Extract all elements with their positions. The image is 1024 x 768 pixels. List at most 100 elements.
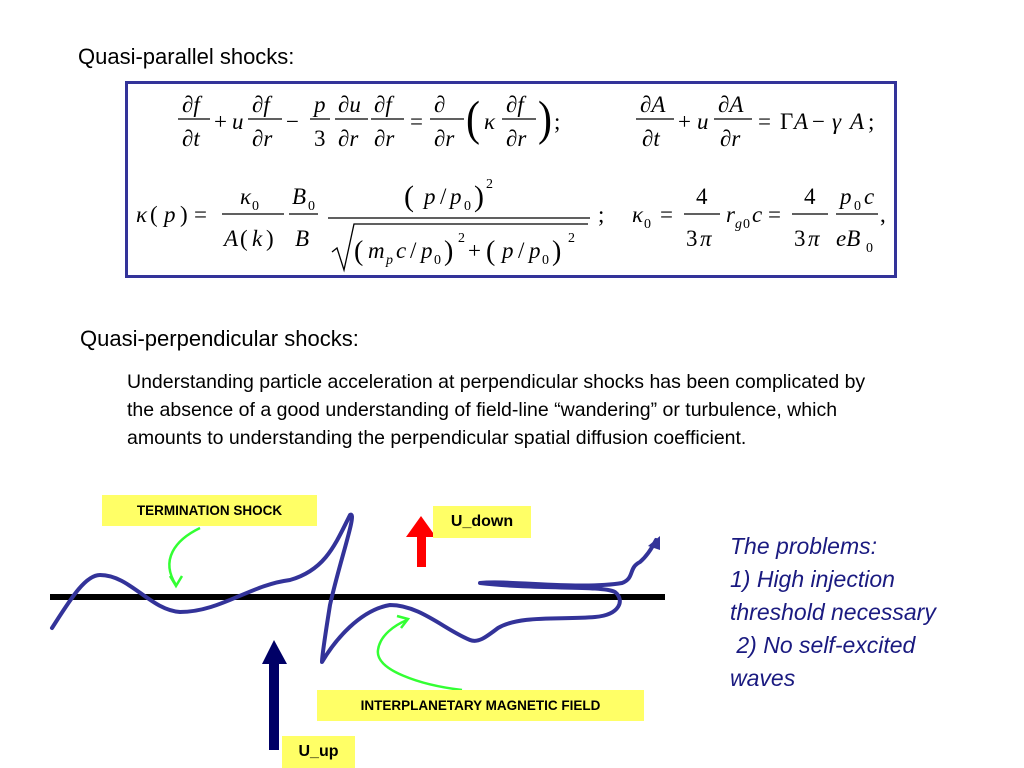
termination-shock-label: TERMINATION SHOCK xyxy=(102,495,317,526)
svg-text:p: p xyxy=(500,238,514,263)
problem-1-line-2: threshold necessary xyxy=(730,599,936,625)
svg-text:c: c xyxy=(752,202,762,227)
u-up-arrow xyxy=(262,640,287,750)
svg-text:∂t: ∂t xyxy=(642,126,660,151)
svg-text:p: p xyxy=(422,184,436,209)
svg-text:p: p xyxy=(838,184,852,209)
svg-text:=: = xyxy=(410,109,423,134)
svg-text:0: 0 xyxy=(866,241,873,256)
explanation-paragraph: Understanding particle acceleration at p… xyxy=(127,371,866,449)
svg-text:u: u xyxy=(697,109,709,134)
equation-box: ∂f ∂t + u ∂f ∂r − p 3 ∂u ∂r ∂f ∂r = ∂ xyxy=(125,81,897,278)
problem-2-line-1: 2) No self-excited xyxy=(730,632,916,658)
equations-svg: ∂f ∂t + u ∂f ∂r − p 3 ∂u ∂r ∂f ∂r = ∂ xyxy=(136,92,886,273)
svg-text:): ) xyxy=(180,202,188,227)
quasi-perpendicular-heading: Quasi-perpendicular shocks: xyxy=(80,326,359,351)
svg-text:∂f: ∂f xyxy=(374,92,395,117)
wave-equation: ∂A ∂t + u ∂A ∂r = Γ A − γ A ; xyxy=(636,92,874,151)
svg-text:(: ( xyxy=(466,92,480,145)
svg-text:,: , xyxy=(880,202,886,227)
svg-text:∂f: ∂f xyxy=(252,92,273,117)
svg-text:c: c xyxy=(864,184,874,209)
svg-text:∂: ∂ xyxy=(434,92,445,117)
svg-text:g: g xyxy=(735,217,742,232)
svg-text:p: p xyxy=(162,202,176,227)
svg-text:κ: κ xyxy=(484,109,496,134)
svg-text:γ: γ xyxy=(832,109,842,134)
svg-text:eB: eB xyxy=(836,226,860,251)
svg-text:A: A xyxy=(848,109,865,134)
svg-text:;: ; xyxy=(554,109,560,134)
svg-text:∂f: ∂f xyxy=(506,92,527,117)
problems-list: The problems: 1) High injection threshol… xyxy=(730,530,1020,695)
svg-text:): ) xyxy=(552,236,561,267)
problem-1-line-1: 1) High injection xyxy=(730,566,895,592)
termination-shock-pointer xyxy=(168,526,201,589)
svg-text:p: p xyxy=(448,184,462,209)
svg-text:): ) xyxy=(474,180,484,213)
svg-text:/: / xyxy=(518,238,525,263)
svg-text:Γ: Γ xyxy=(780,109,793,134)
svg-text:κ: κ xyxy=(240,184,252,209)
svg-text:0: 0 xyxy=(542,253,549,268)
svg-text:4: 4 xyxy=(696,184,708,209)
svg-text:0: 0 xyxy=(434,253,441,268)
svg-text:∂r: ∂r xyxy=(338,126,359,151)
svg-text:): ) xyxy=(538,92,552,145)
svg-text:∂r: ∂r xyxy=(374,126,395,151)
svg-text:;: ; xyxy=(598,202,604,227)
svg-text:B: B xyxy=(292,184,306,209)
svg-text:∂r: ∂r xyxy=(506,126,527,151)
svg-text:∂r: ∂r xyxy=(434,126,455,151)
svg-text:κ: κ xyxy=(136,202,148,227)
svg-text:2: 2 xyxy=(568,231,575,246)
svg-text:0: 0 xyxy=(464,199,471,214)
svg-text:(: ( xyxy=(150,202,158,227)
svg-text:∂t: ∂t xyxy=(182,126,200,151)
svg-text:∂u: ∂u xyxy=(338,92,361,117)
svg-text:=: = xyxy=(768,202,781,227)
svg-text:B: B xyxy=(295,226,309,251)
svg-text:κ: κ xyxy=(632,202,644,227)
svg-text:−: − xyxy=(286,109,299,134)
svg-text:∂A: ∂A xyxy=(718,92,744,117)
transport-equation: ∂f ∂t + u ∂f ∂r − p 3 ∂u ∂r ∂f ∂r = ∂ xyxy=(178,92,560,151)
svg-text:(: ( xyxy=(404,180,414,213)
kappa-equation: κ ( p ) = κ 0 A ( k ) B 0 B ( p / p 0 xyxy=(136,177,604,273)
u-down-label: U_down xyxy=(433,506,531,538)
imf-pointer xyxy=(376,614,463,692)
svg-text:/: / xyxy=(410,238,417,263)
svg-text:0: 0 xyxy=(644,217,651,232)
svg-text:+: + xyxy=(214,109,227,134)
svg-text:(: ( xyxy=(354,236,363,267)
svg-text:r: r xyxy=(726,202,736,227)
svg-text:): ) xyxy=(444,236,453,267)
svg-text:(: ( xyxy=(240,226,248,251)
svg-text:;: ; xyxy=(868,109,874,134)
svg-text:+: + xyxy=(468,238,481,263)
svg-text:−: − xyxy=(812,109,825,134)
u-up-label: U_up xyxy=(282,736,355,768)
svg-text:=: = xyxy=(660,202,673,227)
svg-text:π: π xyxy=(808,226,821,251)
svg-text:A: A xyxy=(222,226,239,251)
svg-text:∂A: ∂A xyxy=(640,92,666,117)
imf-label: INTERPLANETARY MAGNETIC FIELD xyxy=(317,690,644,721)
problem-2-line-2: waves xyxy=(730,665,796,691)
svg-text:=: = xyxy=(194,202,207,227)
svg-text:p: p xyxy=(385,253,393,268)
svg-text:=: = xyxy=(758,109,771,134)
svg-text:∂f: ∂f xyxy=(182,92,203,117)
field-line-arrowhead xyxy=(648,536,660,550)
svg-text:0: 0 xyxy=(854,199,861,214)
svg-text:0: 0 xyxy=(308,199,315,214)
svg-text:∂r: ∂r xyxy=(252,126,273,151)
u-down-arrow xyxy=(406,516,436,567)
svg-text:(: ( xyxy=(486,236,495,267)
quasi-parallel-heading: Quasi-parallel shocks: xyxy=(78,44,295,69)
problems-title: The problems: xyxy=(730,533,878,559)
svg-text:0: 0 xyxy=(252,199,259,214)
svg-text:3: 3 xyxy=(314,126,326,151)
svg-text:0: 0 xyxy=(743,217,750,232)
svg-text:): ) xyxy=(266,226,274,251)
